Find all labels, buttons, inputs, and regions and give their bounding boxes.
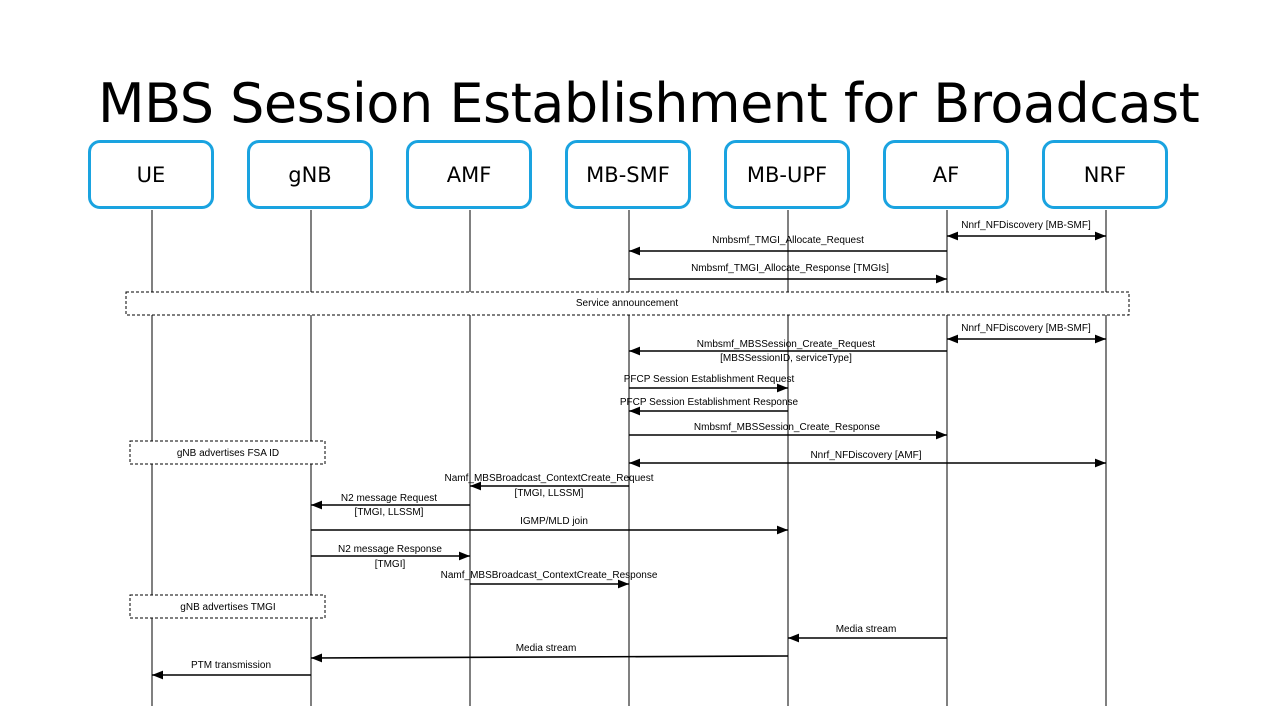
msg-n2-request-params: [TMGI, LLSSM]	[355, 507, 424, 518]
msg-context-create-response-label: Namf_MBSBroadcast_ContextCreate_Response	[441, 570, 658, 581]
entity-gnb: gNB	[247, 140, 373, 209]
msg-n2-response-label: N2 message Response	[338, 544, 442, 555]
msg-media-stream-2-arrow	[310, 653, 789, 663]
msg-nrf-discovery-amf-label: Nnrf_NFDiscovery [AMF]	[810, 450, 921, 461]
msg-session-create-request-params: [MBSSessionID, serviceType]	[720, 353, 852, 364]
entity-ue: UE	[88, 140, 214, 209]
note-fsa-id	[129, 440, 326, 465]
entity-amf: AMF	[406, 140, 532, 209]
msg-n2-response-params: [TMGI]	[375, 559, 406, 570]
msg-ptm-transmission-label: PTM transmission	[191, 660, 271, 671]
msg-media-stream-2-label: Media stream	[516, 643, 577, 654]
slide-title: MBS Session Establishment for Broadcast	[98, 72, 1200, 135]
note-tmgi-text: gNB advertises TMGI	[180, 602, 275, 613]
msg-pfcp-request-label: PFCP Session Establishment Request	[624, 374, 795, 385]
note-service-announcement	[125, 291, 1130, 316]
msg-tmgi-allocate-response-label: Nmbsmf_TMGI_Allocate_Response [TMGIs]	[691, 263, 889, 274]
entity-af: AF	[883, 140, 1009, 209]
msg-session-create-request-label: Nmbsmf_MBSSession_Create_Request	[697, 339, 876, 350]
msg-tmgi-allocate-request-label: Nmbsmf_TMGI_Allocate_Request	[712, 235, 864, 246]
note-fsa-id-text: gNB advertises FSA ID	[177, 448, 279, 459]
msg-context-create-request-params: [TMGI, LLSSM]	[515, 488, 584, 499]
note-tmgi	[129, 594, 326, 619]
msg-session-create-response-label: Nmbsmf_MBSSession_Create_Response	[694, 422, 881, 433]
note-service-announcement-text: Service announcement	[576, 298, 679, 309]
msg-igmp-join-label: IGMP/MLD join	[520, 516, 588, 527]
entity-nrf: NRF	[1042, 140, 1168, 209]
msg-context-create-request-label: Namf_MBSBroadcast_ContextCreate_Request	[445, 473, 654, 484]
msg-media-stream-1-label: Media stream	[836, 624, 897, 635]
msg-pfcp-response-label: PFCP Session Establishment Response	[620, 397, 799, 408]
msg-n2-request-label: N2 message Request	[341, 493, 437, 504]
msg-nrf-discovery-1-label: Nnrf_NFDiscovery [MB-SMF]	[961, 220, 1091, 231]
entity-mb-upf: MB-UPF	[724, 140, 850, 209]
msg-nrf-discovery-2-label: Nnrf_NFDiscovery [MB-SMF]	[961, 323, 1091, 334]
entity-mb-smf: MB-SMF	[565, 140, 691, 209]
